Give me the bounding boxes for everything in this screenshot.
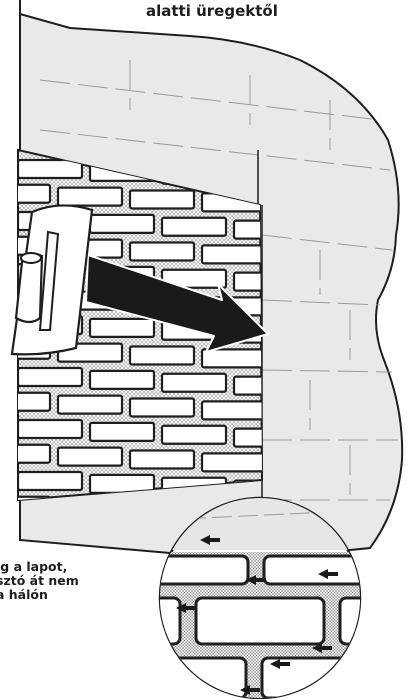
- brick: [0, 469, 10, 487]
- brick: [0, 365, 10, 383]
- brick: [0, 313, 10, 331]
- bottom-caption-line-2: sztó át nem: [0, 574, 79, 588]
- brick: [130, 242, 194, 260]
- brick: [162, 218, 226, 236]
- brick: [18, 472, 82, 490]
- brick: [0, 393, 50, 411]
- brick: [202, 245, 266, 263]
- brick: [162, 374, 226, 392]
- brick: [0, 209, 10, 227]
- brick: [202, 453, 266, 471]
- bottom-caption-line-1: ig a lapot,: [0, 560, 79, 574]
- bottom-caption: ig a lapot, sztó át nem a hálón: [0, 560, 79, 602]
- brick: [0, 157, 10, 175]
- bottom-caption-line-3: a hálón: [0, 588, 79, 602]
- brick: [18, 160, 82, 178]
- brick: [130, 190, 194, 208]
- brick: [18, 420, 82, 438]
- brick: [90, 423, 154, 441]
- brick: [58, 396, 122, 414]
- brick: [90, 215, 154, 233]
- brick: [58, 188, 122, 206]
- brick: [58, 448, 122, 466]
- brick: [130, 346, 194, 364]
- brick: [162, 426, 226, 444]
- brick: [90, 371, 154, 389]
- brick: [0, 185, 50, 203]
- brick: [0, 445, 50, 463]
- brick: [0, 417, 10, 435]
- brick: [202, 401, 266, 419]
- brick: [90, 319, 154, 337]
- brick: [0, 261, 10, 279]
- brick: [18, 368, 82, 386]
- top-caption: alatti üregektől: [146, 4, 278, 19]
- brick: [202, 349, 266, 367]
- brick: [130, 398, 194, 416]
- brick: [130, 450, 194, 468]
